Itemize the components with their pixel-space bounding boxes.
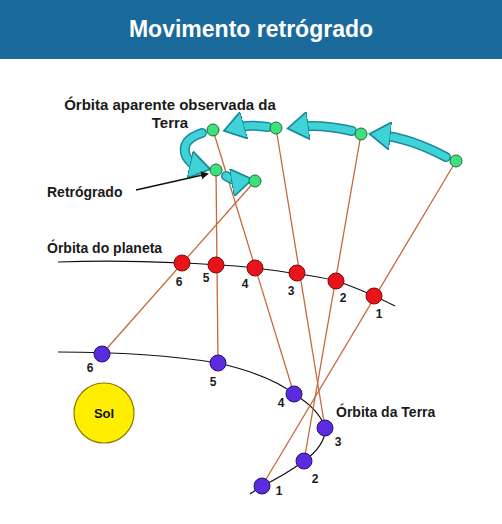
callout-number: 2: [312, 472, 319, 486]
callout-number: 6: [176, 275, 183, 289]
sun-label: Sol: [72, 381, 136, 445]
callout-number: 5: [203, 271, 210, 285]
orbit-caption: Órbita aparente observada da Terra: [52, 96, 288, 132]
orbit-label: Órbita da Terra: [336, 404, 435, 421]
retrograde-label: Retrógrado: [47, 184, 122, 201]
page-title: Movimento retrógrado: [0, 0, 502, 59]
callout-number: 4: [278, 396, 285, 410]
orbit-label: Órbita do planeta: [47, 240, 162, 257]
sun-circle: Sol: [72, 381, 136, 445]
callout-number: 1: [376, 307, 383, 321]
callout-number: 1: [276, 484, 283, 498]
callout-number: 2: [340, 291, 347, 305]
callout-number: 5: [210, 375, 217, 389]
callout-number: 4: [242, 277, 249, 291]
callout-number: 6: [87, 361, 94, 375]
callout-number: 3: [288, 284, 295, 298]
callout-number: 3: [335, 435, 342, 449]
